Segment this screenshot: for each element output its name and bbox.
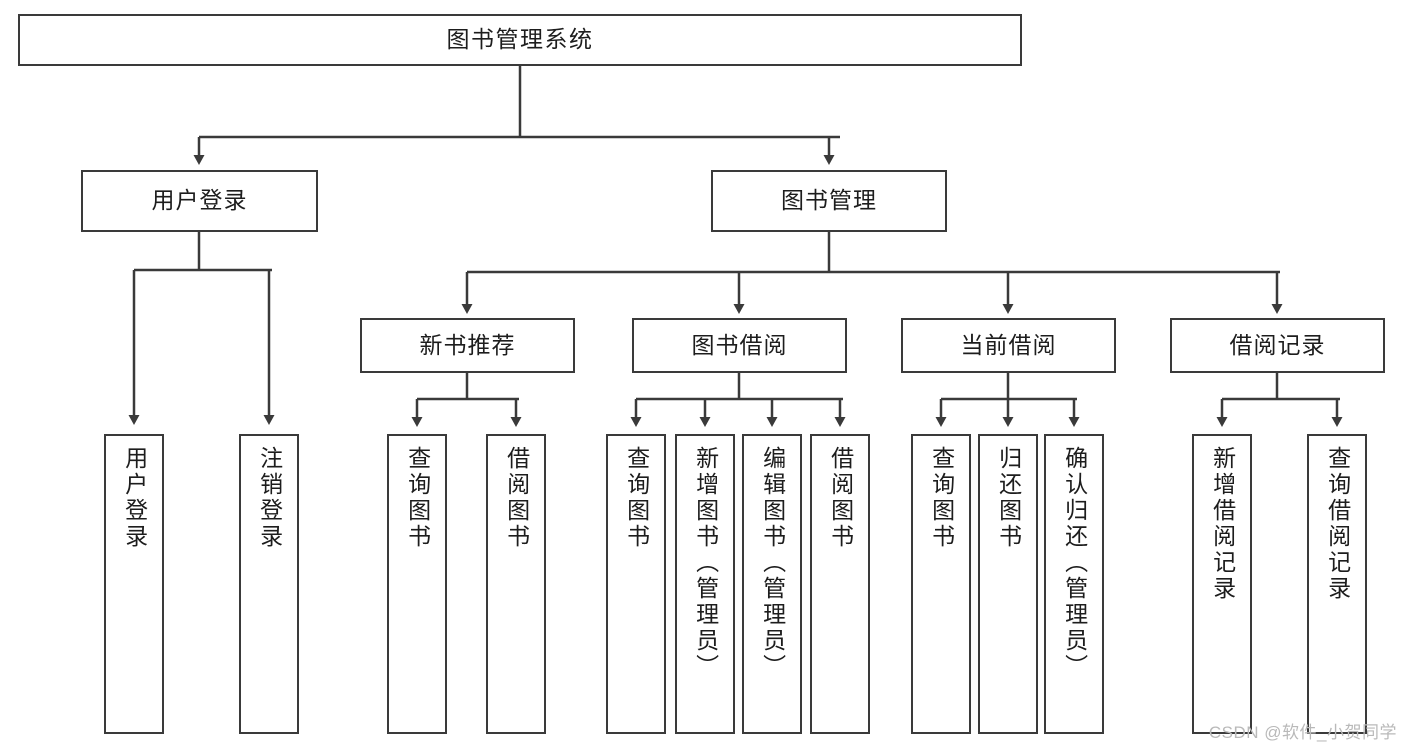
leaf-add-book-admin[interactable]: 新增图书（管理员）	[675, 434, 735, 734]
leaf-return-book-label: 归还图书	[995, 446, 1022, 550]
leaf-borrow-query-book-label: 查询图书	[623, 446, 650, 550]
leaf-borrow-query-book[interactable]: 查询图书	[606, 434, 666, 734]
node-book-borrow-label: 图书借阅	[691, 331, 788, 358]
leaf-edit-book-admin[interactable]: 编辑图书（管理员）	[742, 434, 802, 734]
node-current-borrow-label: 当前借阅	[960, 331, 1057, 358]
leaf-user-login-label: 用户登录	[121, 446, 148, 550]
leaf-confirm-return-admin-label: 确认归还（管理员）	[1061, 446, 1088, 680]
leaf-logout[interactable]: 注销登录	[239, 434, 299, 734]
leaf-add-borrow-record[interactable]: 新增借阅记录	[1192, 434, 1252, 734]
leaf-return-book[interactable]: 归还图书	[978, 434, 1038, 734]
node-book-borrow[interactable]: 图书借阅	[632, 318, 847, 373]
leaf-new-borrow-book[interactable]: 借阅图书	[486, 434, 546, 734]
leaf-logout-label: 注销登录	[256, 446, 283, 550]
node-new-book-recommend-label: 新书推荐	[419, 331, 516, 358]
leaf-borrow-book[interactable]: 借阅图书	[810, 434, 870, 734]
watermark: CSDN @软件_小贺同学	[1208, 723, 1397, 742]
node-borrow-record-label: 借阅记录	[1229, 331, 1326, 358]
leaf-new-borrow-book-label: 借阅图书	[503, 446, 530, 550]
leaf-add-borrow-record-label: 新增借阅记录	[1209, 446, 1236, 602]
node-book-management[interactable]: 图书管理	[711, 170, 947, 232]
node-new-book-recommend[interactable]: 新书推荐	[360, 318, 575, 373]
leaf-new-query-book-label: 查询图书	[404, 446, 431, 550]
leaf-add-book-admin-label: 新增图书（管理员）	[692, 446, 719, 680]
leaf-confirm-return-admin[interactable]: 确认归还（管理员）	[1044, 434, 1104, 734]
node-book-management-label: 图书管理	[781, 187, 877, 214]
node-root[interactable]: 图书管理系统	[18, 14, 1022, 66]
node-current-borrow[interactable]: 当前借阅	[901, 318, 1116, 373]
node-user-login[interactable]: 用户登录	[81, 170, 318, 232]
leaf-query-borrow-record-label: 查询借阅记录	[1324, 446, 1351, 602]
leaf-edit-book-admin-label: 编辑图书（管理员）	[759, 446, 786, 680]
leaf-current-query-book-label: 查询图书	[928, 446, 955, 550]
leaf-query-borrow-record[interactable]: 查询借阅记录	[1307, 434, 1367, 734]
node-user-login-label: 用户登录	[151, 187, 248, 214]
leaf-current-query-book[interactable]: 查询图书	[911, 434, 971, 734]
node-root-label: 图书管理系统	[446, 26, 594, 53]
leaf-borrow-book-label: 借阅图书	[827, 446, 854, 550]
leaf-user-login[interactable]: 用户登录	[104, 434, 164, 734]
leaf-new-query-book[interactable]: 查询图书	[387, 434, 447, 734]
node-borrow-record[interactable]: 借阅记录	[1170, 318, 1385, 373]
